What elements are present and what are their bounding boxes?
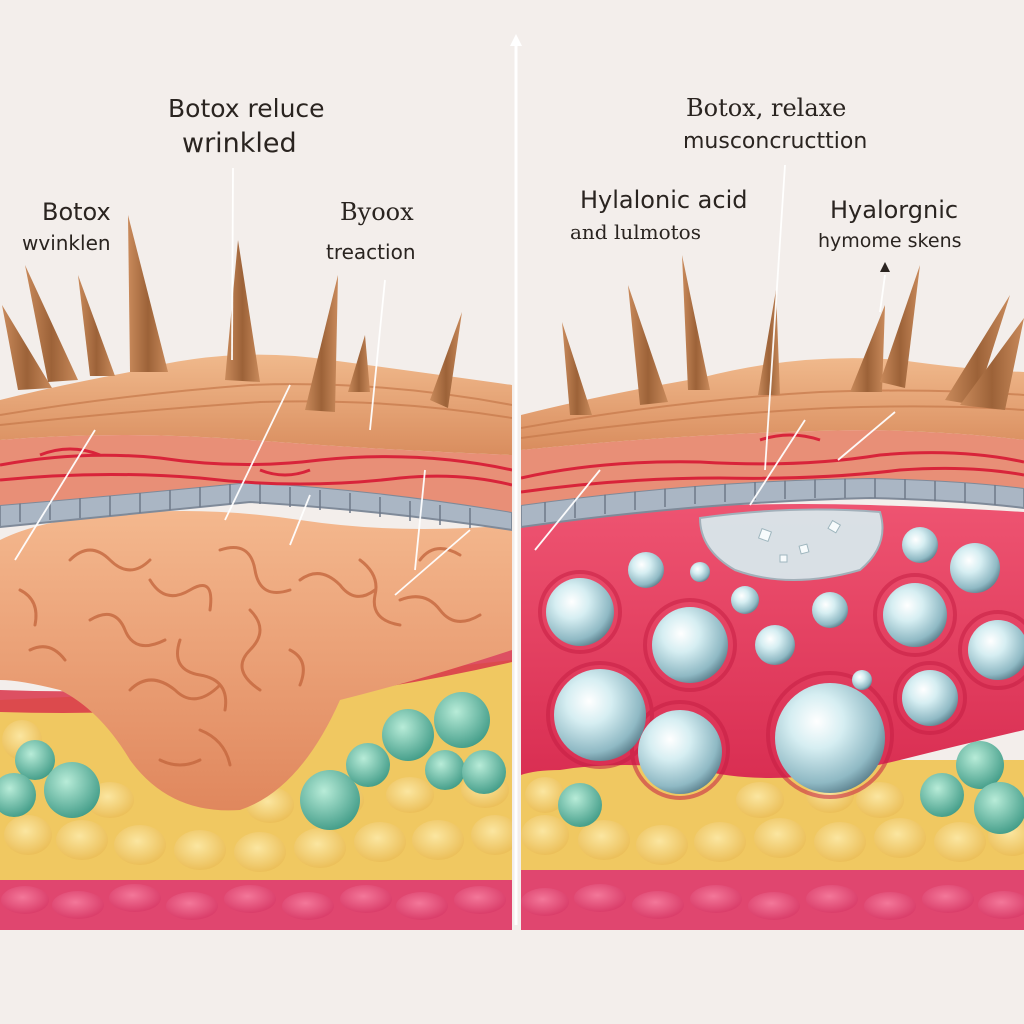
right-fat-cells — [521, 777, 1024, 865]
right-gel-crystals — [757, 519, 842, 563]
left-membrane-ticks — [19, 484, 471, 528]
right-membrane-band — [521, 476, 1024, 529]
left-label-right-line2: treaction — [326, 240, 416, 264]
right-label-right-line1: Hyalorgnic — [830, 196, 959, 224]
right-label-left-line2: and lulmotos — [570, 220, 701, 244]
left-label-right-line1: Byoox — [340, 198, 414, 226]
left-blood-vessels — [0, 447, 512, 487]
right-cell-walls — [538, 570, 1024, 800]
right-pointer-arrow-icon — [880, 262, 890, 272]
right-panel — [521, 164, 1024, 930]
right-dermis — [521, 430, 1024, 505]
left-label-top-line2: wrinkled — [182, 128, 297, 159]
left-muscle — [0, 511, 512, 811]
left-label-top-line1: Botox reluce — [168, 94, 325, 123]
left-hairs — [2, 215, 462, 412]
right-hyaluronic-bubbles — [546, 527, 1024, 794]
left-epidermis-lines — [0, 383, 512, 426]
left-label-left-line1: Botox — [42, 198, 111, 226]
right-hairs — [562, 255, 1024, 415]
bottom-backdrop — [0, 930, 1024, 1024]
left-pointer-lines — [14, 167, 471, 596]
left-panel — [0, 167, 512, 930]
right-pointer-lines — [534, 164, 896, 551]
left-bottom-tissue-cells — [1, 884, 506, 920]
right-label-left-line1: Hylalonic acid — [580, 186, 748, 214]
right-membrane-ticks — [544, 478, 996, 522]
divider-arrow-icon — [510, 34, 522, 46]
right-green-cells — [558, 741, 1024, 834]
left-epidermis — [0, 354, 512, 455]
right-label-top-line2: musconcructtion — [683, 129, 868, 154]
right-label-top-line1: Botox, relaxe — [686, 94, 847, 122]
left-muscle-folds — [18, 546, 482, 767]
right-bottom-tissue-cells — [521, 884, 1024, 920]
right-label-right-line2: hymome skens — [818, 230, 962, 252]
left-label-left-line2: wvinklen — [22, 231, 111, 255]
left-green-cells — [0, 692, 506, 830]
right-blood-vessels — [521, 433, 1024, 494]
